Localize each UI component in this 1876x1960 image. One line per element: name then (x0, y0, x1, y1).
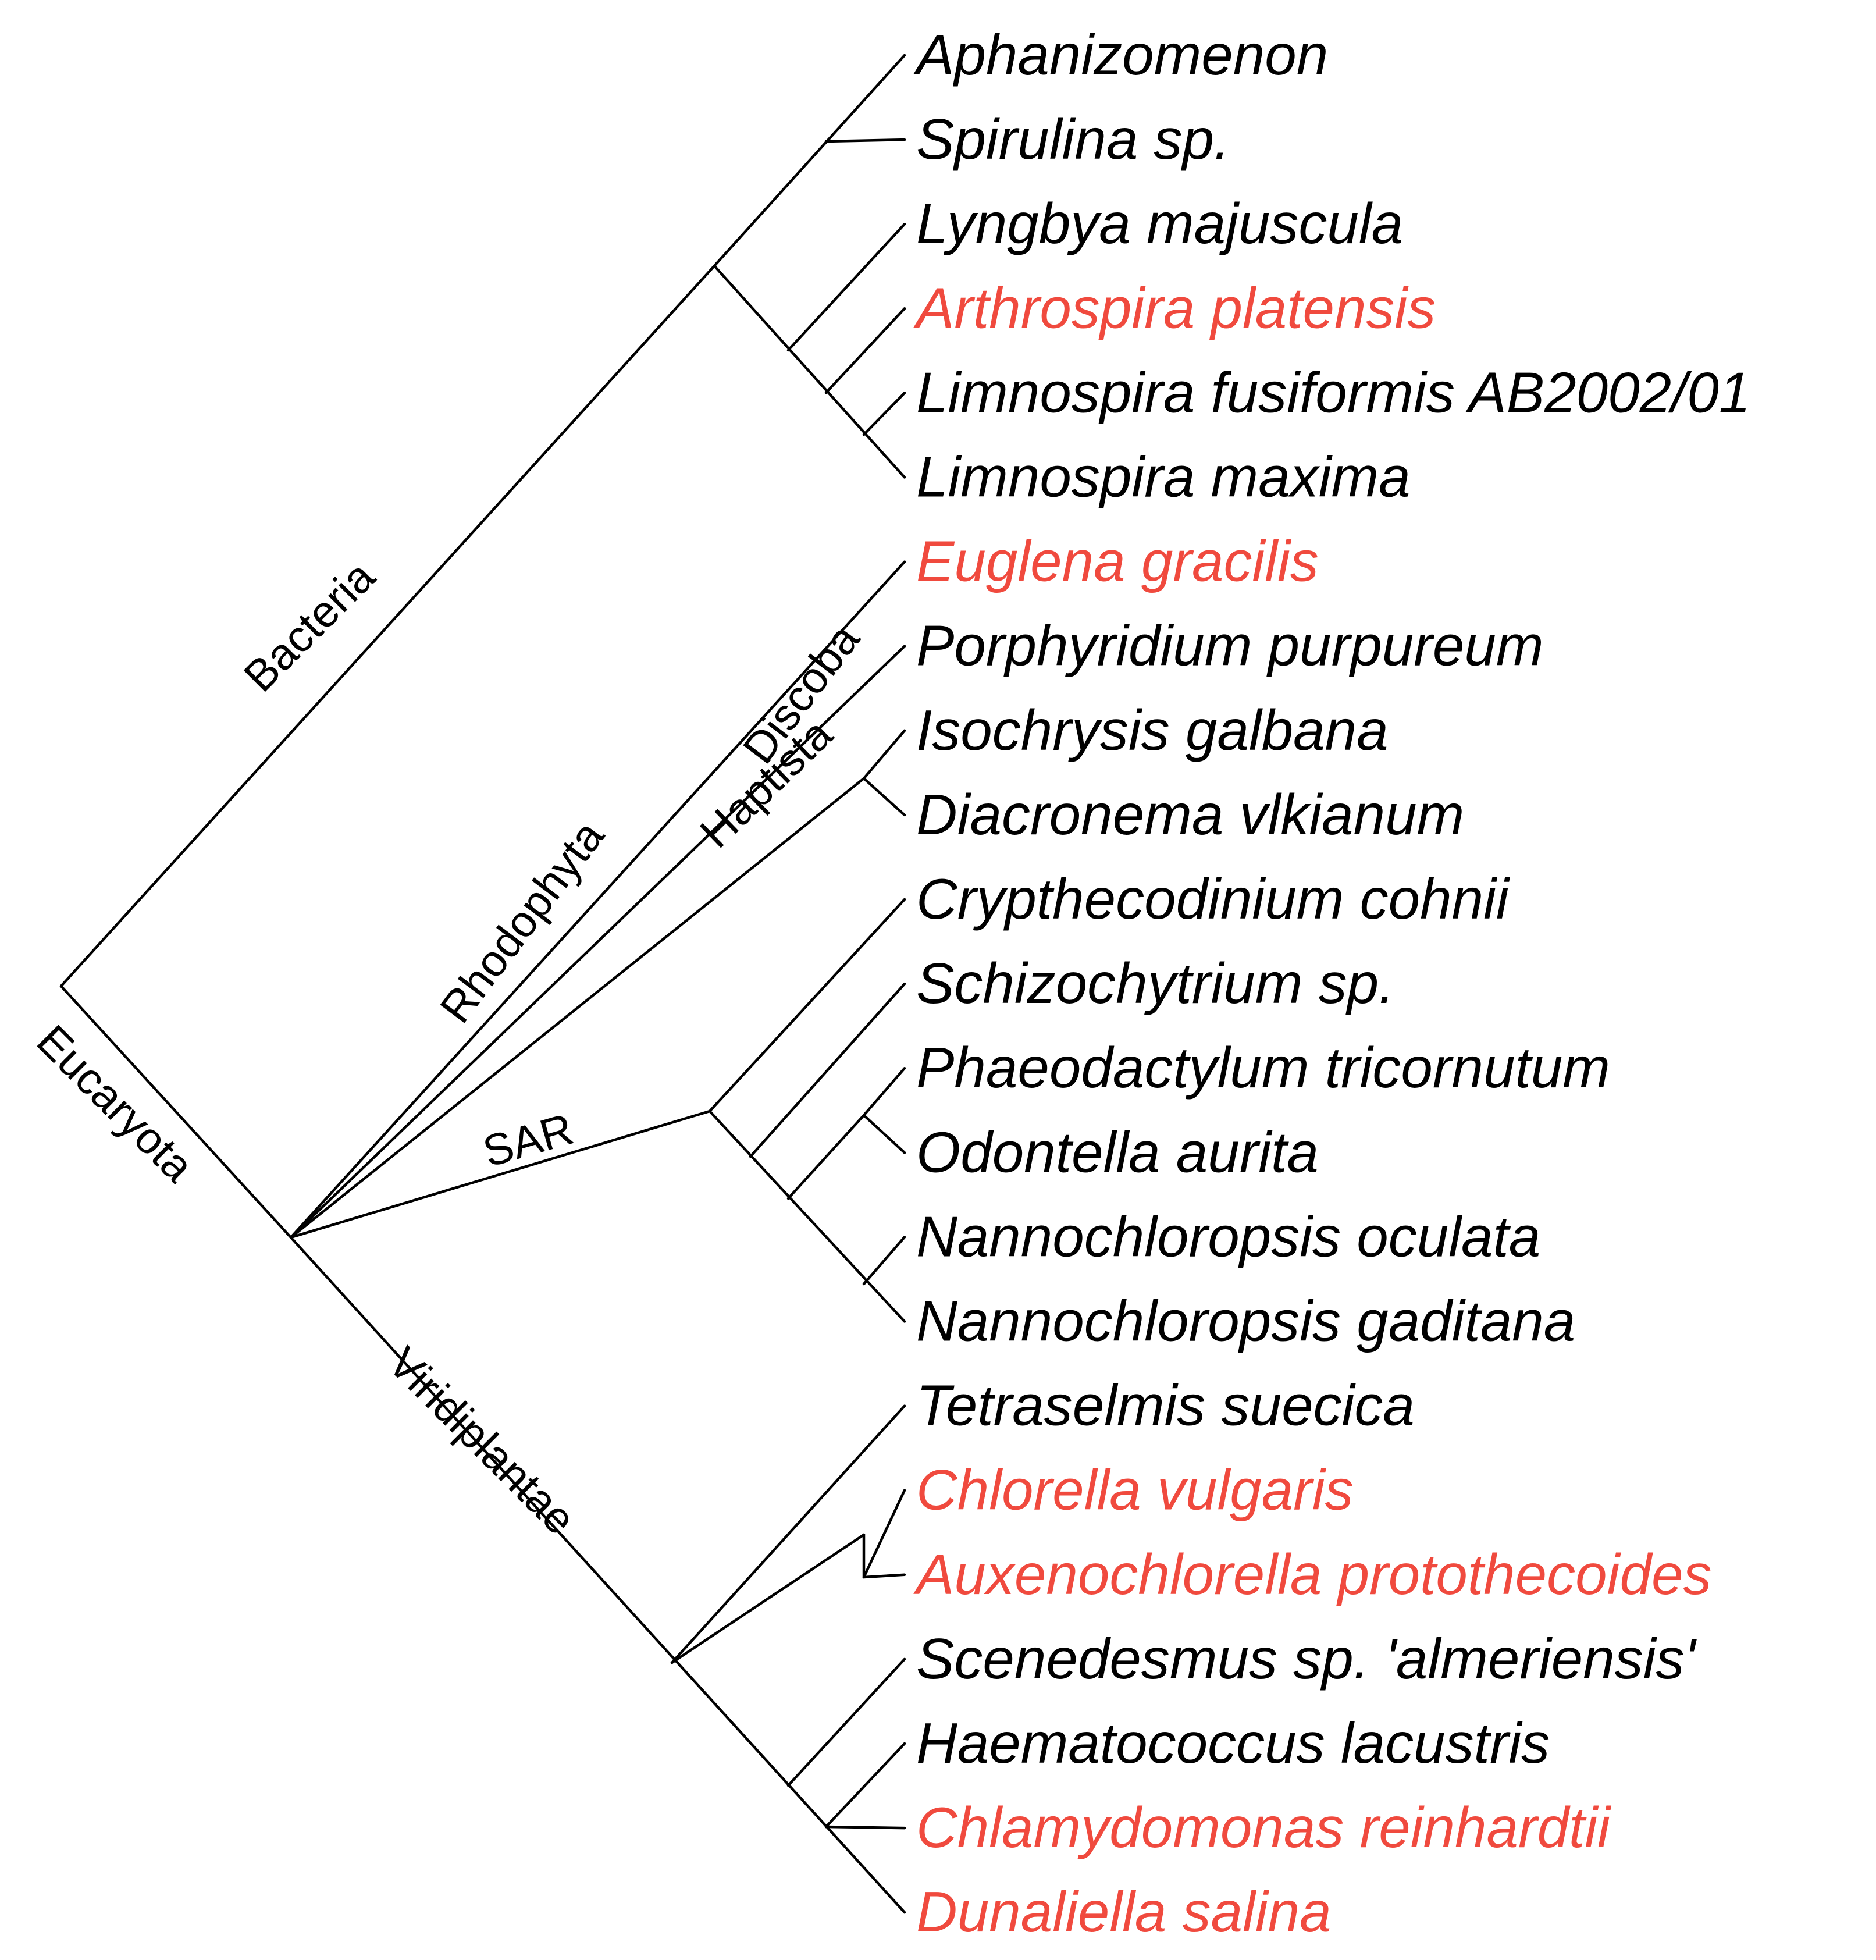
branch-tip (862, 1066, 906, 1117)
taxon-label: Tetraselmis suecica (916, 1374, 1415, 1438)
tree-branches (59, 54, 906, 1914)
branch-tip (670, 1404, 906, 1664)
branch-tip (862, 1114, 906, 1154)
branch-tip (824, 1742, 906, 1829)
branch-rhodophyta (289, 645, 906, 1239)
branch-tip (824, 307, 906, 394)
taxon-label: Spirulina sp. (916, 107, 1230, 171)
branch-sar (289, 1109, 711, 1239)
taxon-label: Crypthecodinium cohnii (916, 867, 1510, 931)
taxon-label: Scenedesmus sp. 'almeriensis' (916, 1627, 1697, 1691)
taxon-label: Lyngbya majuscula (916, 191, 1403, 255)
taxon-label: Phaeodactylum tricornutum (916, 1036, 1610, 1100)
clade-label-bacteria: Bacteria (234, 552, 385, 702)
branch-viridiplantae (289, 1236, 906, 1914)
taxon-label: Aphanizomenon (913, 23, 1328, 87)
taxon-label: Odontella aurita (916, 1120, 1319, 1184)
taxon-label: Dunaliella salina (916, 1880, 1332, 1944)
branch-tip (862, 729, 906, 780)
branch-tip (786, 1657, 906, 1787)
branch-tip (862, 777, 906, 817)
branch-tip (713, 264, 906, 479)
branch-tip (862, 392, 906, 436)
branch-tip (862, 1236, 906, 1286)
branch-tip (824, 138, 906, 143)
branch-tip (824, 1825, 906, 1830)
taxon-label: Diacronema vlkianum (916, 782, 1464, 846)
taxon-label: Euglena gracilis (916, 529, 1319, 593)
branch-tip (708, 898, 906, 1113)
taxon-label: Limnospira maxima (916, 445, 1411, 509)
branch-bacteria (59, 264, 716, 988)
branch-tip (786, 222, 906, 352)
clade-label-viridiplantae: Viridiplantae (379, 1338, 585, 1545)
branch-tip (862, 1573, 906, 1579)
branch-internal (670, 1533, 866, 1664)
taxon-label: Isochrysis galbana (916, 698, 1389, 762)
branch-haptista (289, 777, 866, 1239)
taxon-label: Auxenochlorella protothecoides (913, 1542, 1711, 1606)
taxon-label: Chlorella vulgaris (916, 1458, 1354, 1522)
branch-tip (713, 54, 906, 268)
branch-tip (708, 1109, 906, 1323)
taxon-label: Nannochloropsis gaditana (916, 1289, 1575, 1353)
branch-tip (749, 982, 906, 1158)
taxon-label: Porphyridium purpureum (916, 614, 1543, 678)
taxon-label: Schizochytrium sp. (916, 951, 1394, 1015)
clade-label-sar: SAR (478, 1104, 579, 1177)
branch-discoba (289, 560, 906, 1239)
taxon-label: Nannochloropsis oculata (916, 1204, 1540, 1268)
branch-eucaryota (59, 984, 293, 1239)
branch-internal (786, 1114, 866, 1200)
taxon-label: Arthrospira platensis (913, 276, 1436, 340)
taxon-label: Haematococcus lacustris (916, 1711, 1550, 1775)
clade-label-eucaryota: Eucaryota (27, 1016, 204, 1192)
clade-label-rhodophyta: Rhodophyta (430, 812, 614, 1032)
taxon-label: Limnospira fusiformis AB2002/01 (916, 360, 1750, 424)
branch-tip (862, 1489, 906, 1579)
taxon-label: Chlamydomonas reinhardtii (916, 1795, 1611, 1859)
clade-labels: Bacteria Eucaryota Rhodophyta Discoba Ha… (27, 552, 870, 1545)
